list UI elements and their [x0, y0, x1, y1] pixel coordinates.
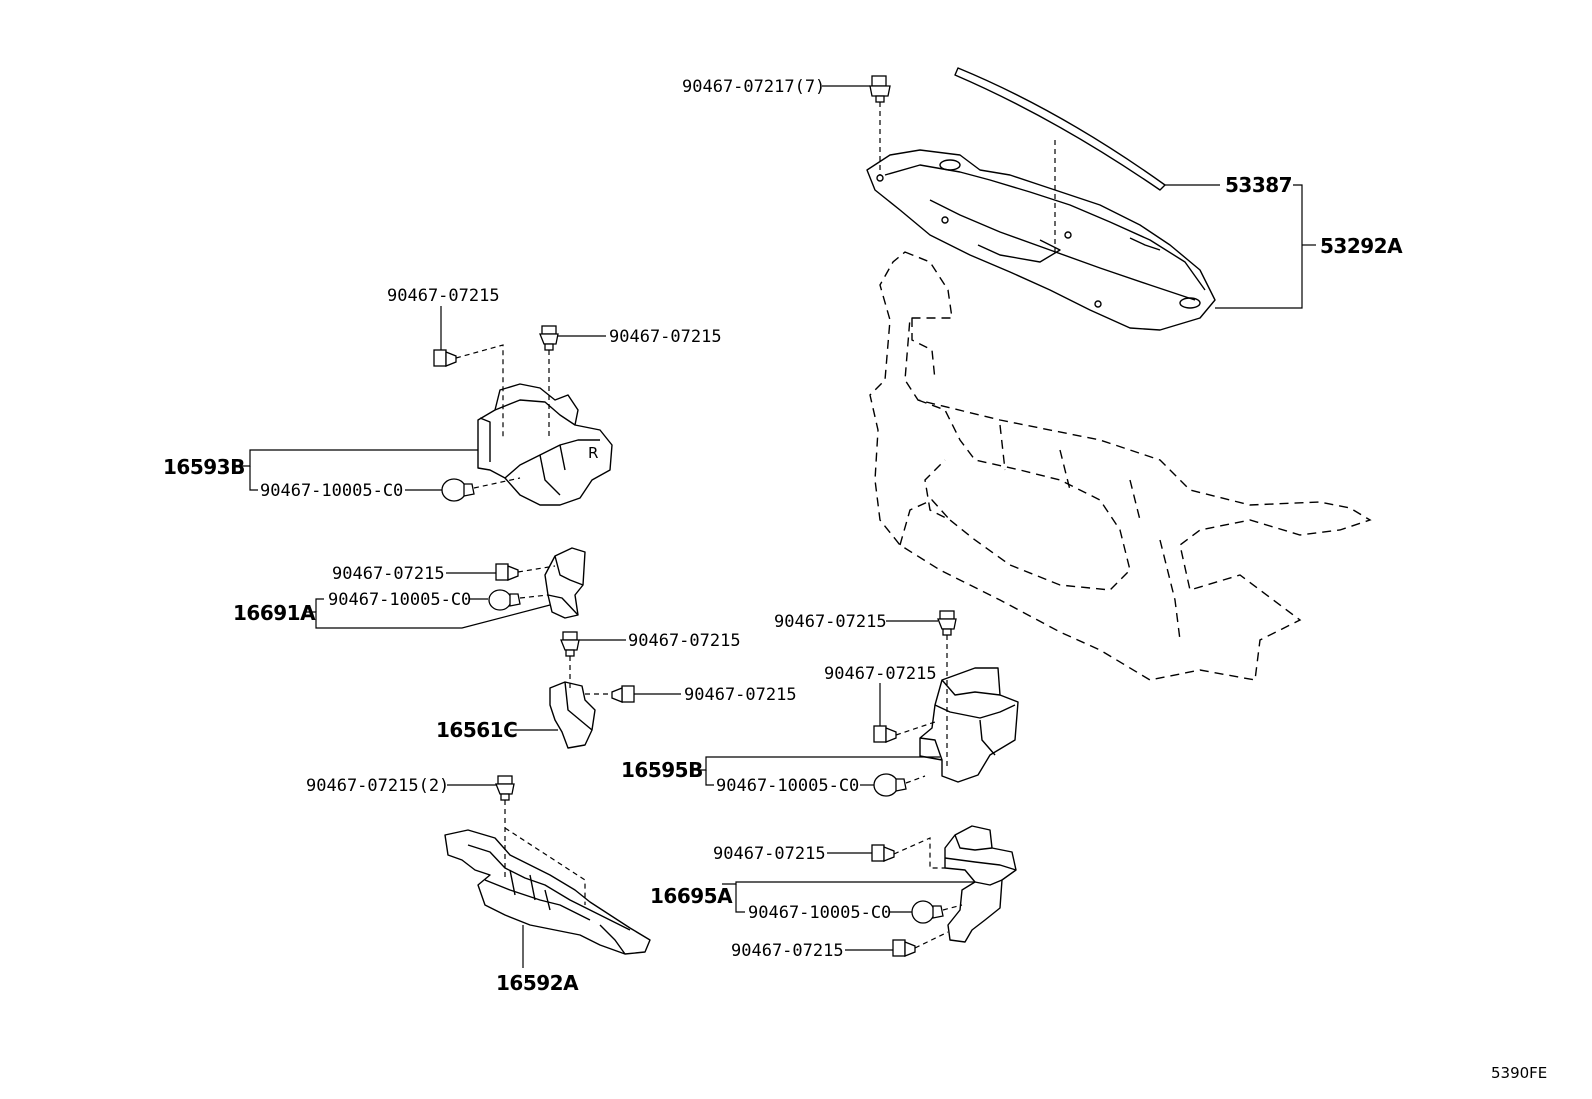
engine-cover-16595B: [919, 667, 1019, 783]
label-16561C[interactable]: 16561C: [436, 718, 518, 742]
clip-icon: [433, 349, 457, 367]
push-clip-icon: [441, 478, 475, 502]
clip-dashed-guide: [455, 344, 504, 440]
clip-dashed-guide: [893, 837, 945, 869]
label-53292A[interactable]: 53292A: [1320, 234, 1404, 258]
push-clip-icon: [488, 589, 521, 611]
label-16691A[interactable]: 16691A: [233, 601, 317, 625]
label-16695A[interactable]: 16695A: [650, 884, 734, 908]
push-clip-icon: [873, 773, 907, 797]
label-clip-16691A-1[interactable]: 90467-07215: [332, 564, 445, 584]
clip-icon: [871, 844, 895, 862]
radiator-support-ghost: [869, 251, 1372, 681]
label-16593B[interactable]: 16593B: [163, 455, 245, 479]
bracket-16561C: [549, 681, 596, 749]
label-53387[interactable]: 53387: [1225, 173, 1293, 197]
cover-panel-53292A: [866, 149, 1216, 331]
label-clip-16695A-1[interactable]: 90467-07215: [713, 844, 826, 864]
clip-dashed-guide: [519, 594, 549, 599]
clip-dashed-guide: [905, 775, 926, 784]
label-16592A[interactable]: 16592A: [496, 971, 580, 995]
label-90467-07217[interactable]: 90467-07217(7): [682, 77, 825, 97]
label-clip-16695A-2[interactable]: 90467-10005-C0: [748, 903, 891, 923]
leader-line: [735, 884, 745, 913]
label-clip-16595B-2[interactable]: 90467-07215: [824, 664, 937, 684]
diagram-code: 5390FE: [1491, 1064, 1547, 1082]
clip-icon: [892, 939, 916, 957]
clip-dashed-guide: [942, 904, 963, 911]
label-clip-16595B-3[interactable]: 90467-10005-C0: [716, 776, 859, 796]
label-clip-16595B-1[interactable]: 90467-07215: [774, 612, 887, 632]
leader-line: [705, 770, 714, 786]
leader-line: [693, 756, 940, 771]
leader-line: [306, 604, 551, 629]
leader-line: [249, 466, 258, 491]
label-clip-16561C-2[interactable]: 90467-07215: [684, 685, 797, 705]
label-clip-16561C-1[interactable]: 90467-07215: [628, 631, 741, 651]
svg-text:R: R: [588, 444, 598, 462]
clip-icon: [873, 725, 897, 743]
engine-cover-16593B: R: [477, 383, 613, 506]
clip-icon: [495, 563, 519, 581]
clip-icon: [611, 685, 635, 703]
clip-icon: [560, 631, 580, 657]
label-clip-16593B-2[interactable]: 90467-07215: [609, 327, 722, 347]
clip-icon: [869, 75, 891, 103]
leader-line: [722, 881, 975, 885]
leader-line: [315, 598, 324, 612]
bracket-16691A: [544, 547, 586, 619]
seal-strip-53387: [954, 67, 1166, 191]
clip-icon: [937, 610, 957, 636]
engine-cover-16695A: [944, 825, 1017, 943]
leader-line: [238, 449, 478, 467]
label-clip-16691A-2[interactable]: 90467-10005-C0: [328, 590, 471, 610]
label-clip-16593B-1[interactable]: 90467-07215: [387, 286, 500, 306]
clip-icon: [539, 325, 559, 351]
clip-dashed-guide: [504, 800, 586, 905]
clip-dashed-guide: [517, 565, 556, 573]
label-clip-16592A[interactable]: 90467-07215(2): [306, 776, 449, 796]
label-clip-16593B-3[interactable]: 90467-10005-C0: [260, 481, 403, 501]
clip-dashed-guide: [895, 721, 936, 736]
clip-dashed-guide: [914, 931, 949, 949]
push-clip-icon: [911, 900, 944, 924]
label-16595B[interactable]: 16595B: [621, 758, 703, 782]
leader-line: [1215, 184, 1303, 309]
clip-icon: [495, 775, 515, 801]
under-cover-16592A: [444, 829, 651, 955]
label-clip-16695A-3[interactable]: 90467-07215: [731, 941, 844, 961]
clip-dashed-guide: [473, 477, 521, 489]
